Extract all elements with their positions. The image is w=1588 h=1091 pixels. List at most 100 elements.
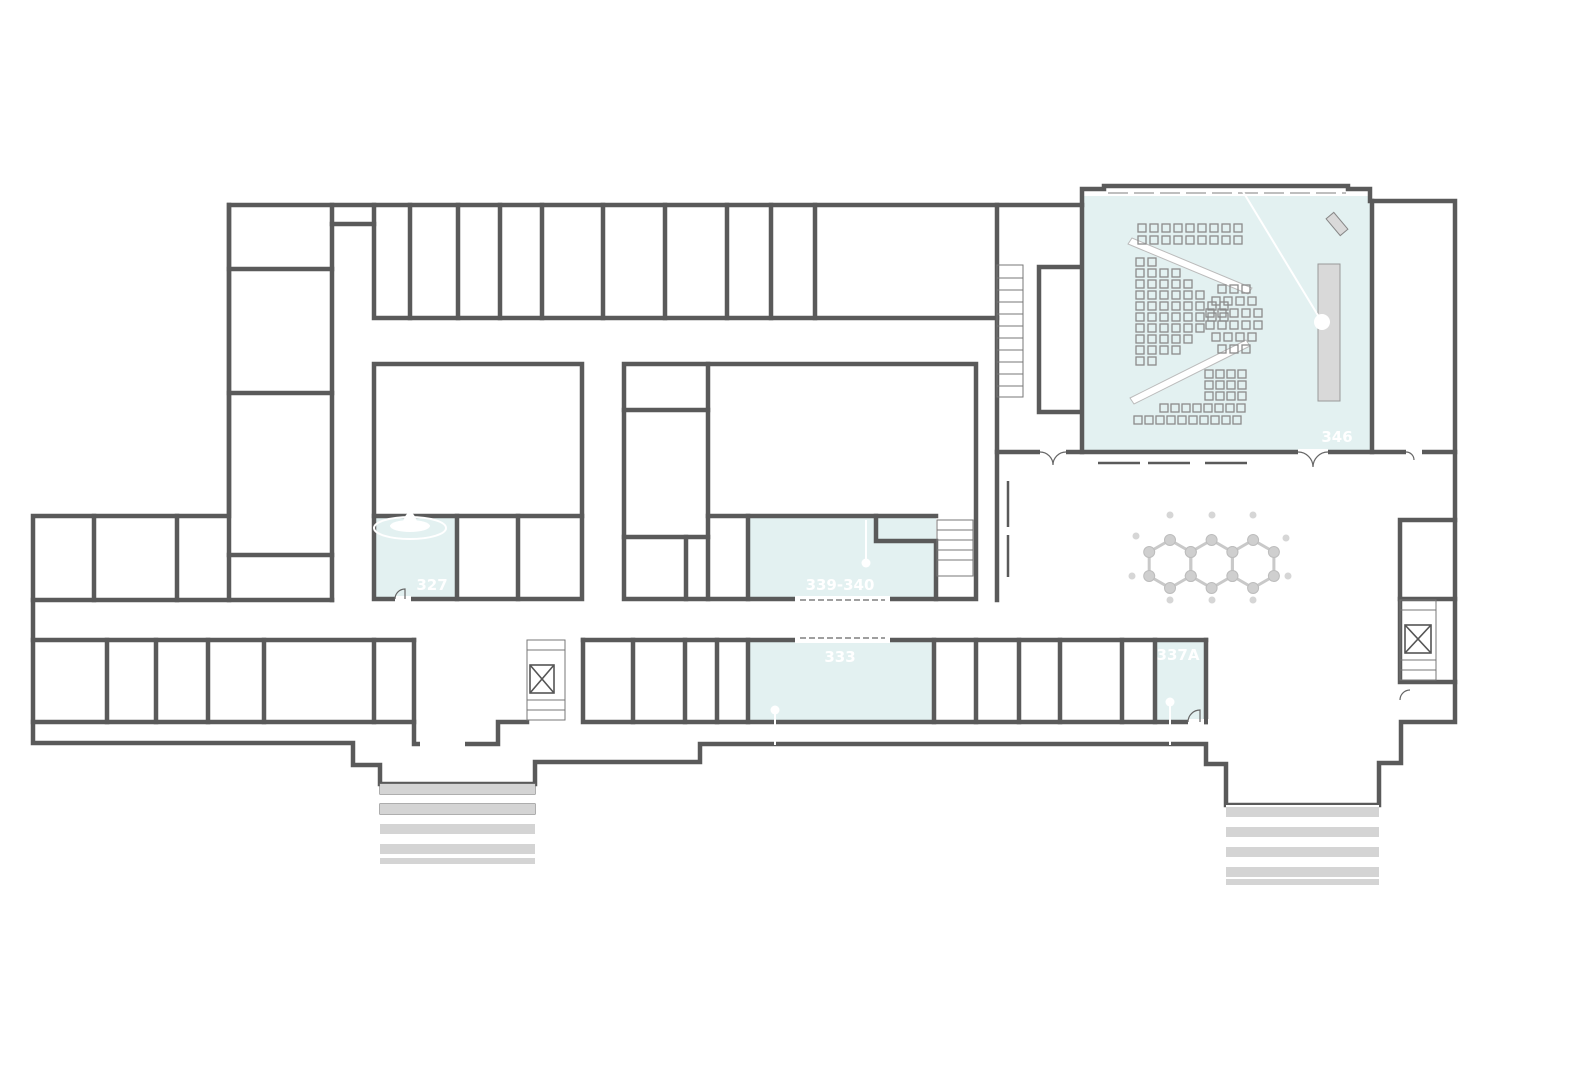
seat bbox=[1195, 290, 1205, 300]
seat bbox=[1149, 223, 1159, 233]
seat bbox=[1171, 334, 1181, 344]
seat bbox=[1177, 415, 1187, 425]
seat bbox=[1181, 403, 1191, 413]
auditorium-seating bbox=[1127, 211, 1349, 425]
seat bbox=[1159, 345, 1169, 355]
location-pins bbox=[770, 189, 1330, 745]
room-339-340-label: 339-340 bbox=[806, 576, 875, 594]
room-327-label: 327 bbox=[416, 576, 447, 594]
seat bbox=[1171, 345, 1181, 355]
seat bbox=[1135, 334, 1145, 344]
room-labels: 327 339-340 333 337A 346 bbox=[416, 428, 1352, 666]
seat bbox=[1171, 301, 1181, 311]
seat bbox=[1144, 415, 1154, 425]
seat bbox=[1171, 268, 1181, 278]
seat bbox=[1183, 334, 1193, 344]
seat bbox=[1221, 235, 1231, 245]
seat bbox=[1161, 235, 1171, 245]
seat bbox=[1155, 415, 1165, 425]
seat bbox=[1159, 312, 1169, 322]
seat bbox=[1241, 308, 1251, 318]
seat bbox=[1195, 323, 1205, 333]
seat bbox=[1147, 301, 1157, 311]
seat bbox=[1241, 320, 1251, 330]
seat bbox=[1241, 344, 1251, 354]
seat bbox=[1171, 312, 1181, 322]
seat bbox=[1185, 223, 1195, 233]
seat bbox=[1205, 308, 1215, 318]
seat bbox=[1159, 334, 1169, 344]
building-walls bbox=[30, 183, 1458, 808]
seat bbox=[1147, 345, 1157, 355]
door-openings bbox=[395, 449, 1422, 747]
room-333-label: 333 bbox=[824, 648, 855, 666]
seat bbox=[1223, 332, 1233, 342]
seat bbox=[1135, 323, 1145, 333]
seat bbox=[1135, 312, 1145, 322]
seat bbox=[1233, 235, 1243, 245]
seat bbox=[1188, 415, 1198, 425]
seat bbox=[1210, 415, 1220, 425]
seat bbox=[1225, 403, 1235, 413]
seat bbox=[1135, 345, 1145, 355]
seat bbox=[1147, 257, 1157, 267]
seat bbox=[1183, 290, 1193, 300]
seat bbox=[1215, 369, 1225, 379]
seat bbox=[1217, 320, 1227, 330]
seat bbox=[1183, 323, 1193, 333]
seat bbox=[1135, 301, 1145, 311]
seat bbox=[1159, 290, 1169, 300]
seat bbox=[1233, 223, 1243, 233]
seat bbox=[1232, 415, 1242, 425]
seat bbox=[1183, 279, 1193, 289]
seat bbox=[1195, 312, 1205, 322]
seat bbox=[1215, 380, 1225, 390]
seat bbox=[1199, 415, 1209, 425]
seat bbox=[1147, 323, 1157, 333]
seat bbox=[1217, 284, 1227, 294]
seat bbox=[1247, 332, 1257, 342]
room-339-340-area[interactable] bbox=[749, 517, 936, 599]
seat bbox=[1137, 223, 1147, 233]
seat bbox=[1137, 235, 1147, 245]
seat bbox=[1229, 320, 1239, 330]
seat bbox=[1161, 223, 1171, 233]
seat bbox=[1147, 279, 1157, 289]
seat bbox=[1223, 296, 1233, 306]
seat bbox=[1236, 403, 1246, 413]
seat bbox=[1183, 301, 1193, 311]
seat bbox=[1192, 403, 1202, 413]
seat bbox=[1149, 235, 1159, 245]
room-337a-label: 337A bbox=[1157, 646, 1200, 664]
seat bbox=[1221, 415, 1231, 425]
room-346-label: 346 bbox=[1321, 428, 1352, 446]
seat bbox=[1215, 391, 1225, 401]
molecule-icon bbox=[1128, 511, 1292, 604]
seat bbox=[1147, 334, 1157, 344]
seat bbox=[1133, 415, 1143, 425]
room-333-area[interactable] bbox=[749, 640, 933, 720]
seat bbox=[1203, 403, 1213, 413]
seat bbox=[1253, 320, 1263, 330]
elevator-icon bbox=[529, 624, 1432, 694]
seat bbox=[1135, 279, 1145, 289]
seat bbox=[1226, 391, 1236, 401]
seat bbox=[1209, 223, 1219, 233]
seat bbox=[1147, 268, 1157, 278]
seat bbox=[1185, 235, 1195, 245]
seat bbox=[1147, 312, 1157, 322]
seat bbox=[1235, 332, 1245, 342]
fountain-icon bbox=[373, 512, 447, 540]
room-337a-area[interactable] bbox=[1157, 640, 1207, 720]
seat bbox=[1204, 391, 1214, 401]
seat bbox=[1204, 380, 1214, 390]
seat bbox=[1135, 356, 1145, 366]
seat bbox=[1209, 235, 1219, 245]
seat bbox=[1204, 369, 1214, 379]
seat bbox=[1159, 403, 1169, 413]
seat bbox=[1214, 403, 1224, 413]
seat bbox=[1235, 296, 1245, 306]
seat bbox=[1173, 223, 1183, 233]
seat bbox=[1147, 290, 1157, 300]
